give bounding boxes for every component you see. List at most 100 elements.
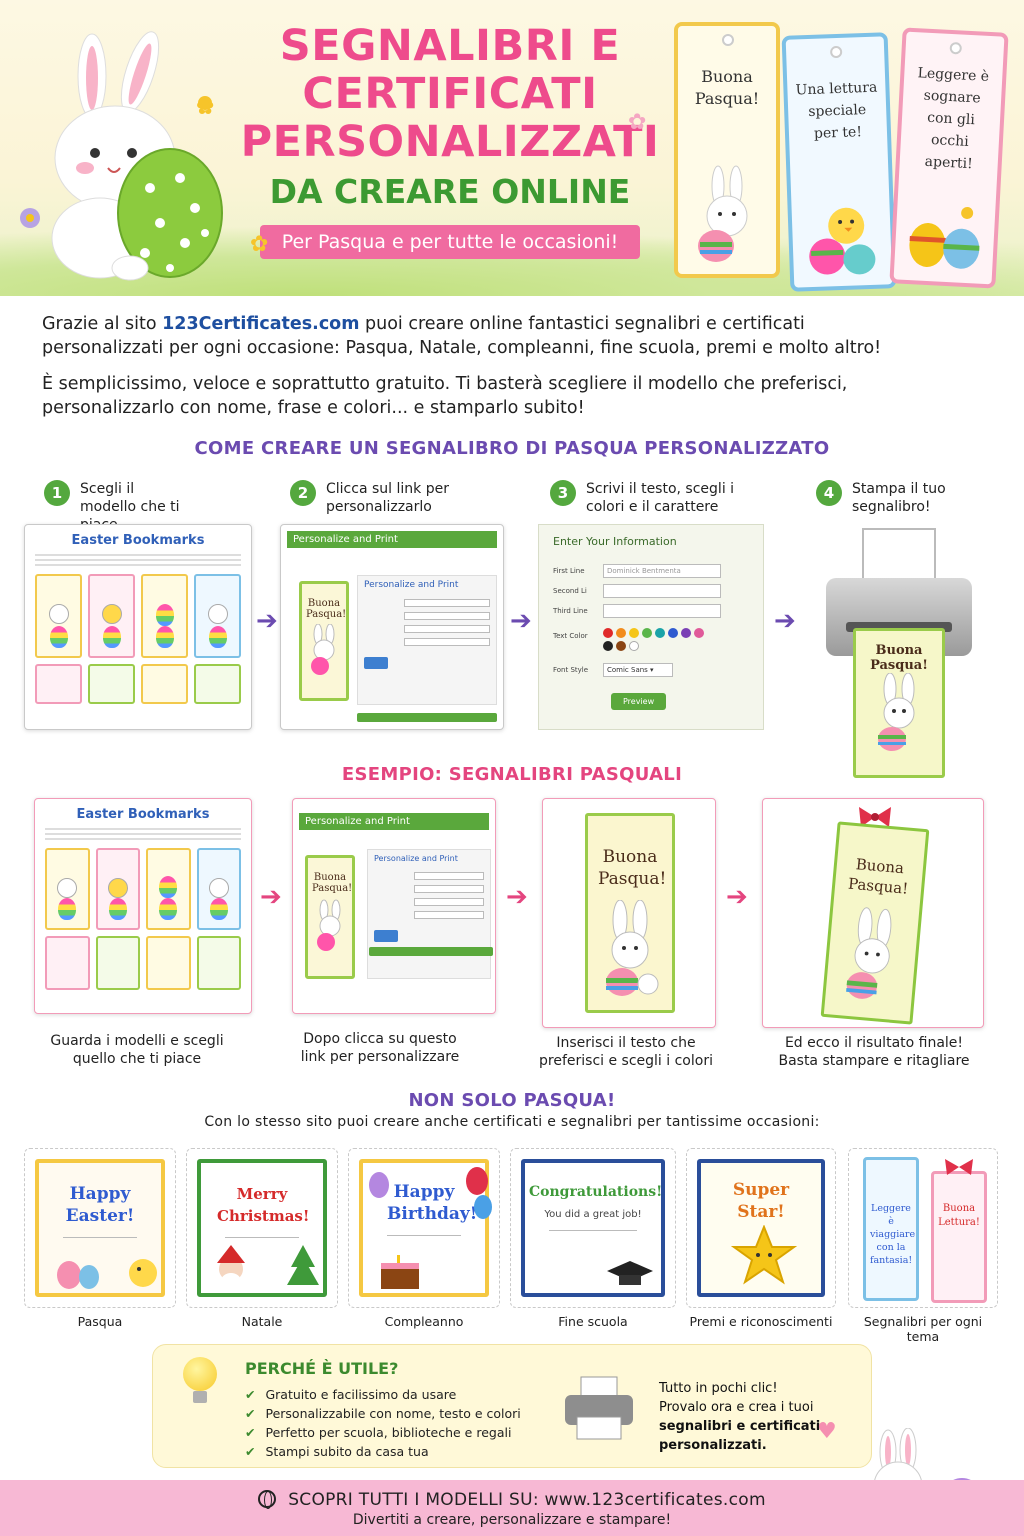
color-swatch[interactable]	[655, 628, 665, 638]
color-swatch[interactable]	[629, 628, 639, 638]
bookmark-thumb[interactable]	[196, 936, 241, 990]
text-input[interactable]	[404, 625, 490, 633]
color-swatch[interactable]	[616, 641, 626, 651]
arrow-right-icon: ➔	[260, 882, 282, 912]
lightbulb-icon	[183, 1357, 217, 1391]
occasion-label-birthday: Compleanno	[384, 1314, 464, 1329]
bookmark-preview: Buona Pasqua!	[585, 813, 675, 1013]
bookmark-thumb[interactable]	[196, 848, 241, 930]
footer-banner: SCOPRI TUTTI I MODELLI SU: www.123certif…	[0, 1480, 1024, 1536]
text-input[interactable]	[404, 599, 490, 607]
heart-icon: ♥	[817, 1419, 837, 1444]
subtitle: DA CREARE ONLINE	[269, 172, 631, 211]
tagline-ribbon: Per Pasqua e per tutte le occasioni!	[259, 225, 641, 259]
example-caption-3: Inserisci il testo che preferisci e sceg…	[539, 1035, 713, 1069]
second-line-input[interactable]	[603, 584, 721, 598]
bookmark-preview: Buona Pasqua!	[299, 581, 349, 701]
footer-sub: Divertiti a creare, personalizzare e sta…	[352, 1512, 672, 1528]
occasions-heading: NON SOLO PASQUA!	[408, 1090, 616, 1111]
third-line-input[interactable]	[603, 604, 721, 618]
gallery-screenshot[interactable]: Easter Bookmarks	[24, 524, 252, 730]
bookmark-thumb[interactable]	[88, 664, 135, 704]
header-bookmark-dream: Leggere è sognare con gli occhi aperti!	[889, 27, 1009, 289]
font-style-select[interactable]: Comic Sans ▾	[603, 663, 673, 677]
step-1-label: 1 Scegli il modello che ti piace	[44, 480, 244, 534]
bookmark-thumb[interactable]	[45, 936, 90, 990]
example-final-screenshot: Buona Pasqua!	[762, 798, 984, 1028]
footer-link[interactable]: SCOPRI TUTTI I MODELLI SU: www.123certif…	[288, 1490, 766, 1510]
color-swatch[interactable]	[681, 628, 691, 638]
bookmark-thumb[interactable]	[95, 936, 140, 990]
occasion-christmas[interactable]: Merry Christmas!	[186, 1148, 338, 1308]
occasion-award[interactable]: Super Star!	[686, 1148, 836, 1308]
example-caption-1: Guarda i modelli e scegli quello che ti …	[50, 1033, 224, 1067]
bookmark-thumb[interactable]	[146, 848, 191, 930]
bookmark-thumb[interactable]	[35, 574, 82, 658]
star-icon	[731, 1225, 797, 1285]
why-box: PERCHÉ È UTILE? Gratuito e facilissimo d…	[152, 1344, 872, 1468]
occasion-birthday[interactable]: Happy Birthday!	[348, 1148, 500, 1308]
example-gallery-screenshot[interactable]: Easter Bookmarks	[34, 798, 252, 1014]
header-bookmark-reading: Una lettura speciale per te!	[781, 32, 897, 292]
personalize-button[interactable]	[364, 657, 388, 669]
site-link[interactable]: 123Certificates.com	[162, 314, 360, 334]
eggs-icon	[909, 207, 980, 269]
santa-tree-icon	[217, 1245, 319, 1289]
color-swatch[interactable]	[603, 628, 613, 638]
bookmark-thumb[interactable]	[146, 936, 191, 990]
bookmark-thumb[interactable]	[95, 848, 140, 930]
chick-icon	[809, 207, 876, 275]
bookmark-thumb[interactable]	[45, 848, 90, 930]
bunny-icon	[846, 907, 892, 999]
text-input[interactable]	[414, 885, 484, 893]
flower-icon: ✿	[250, 232, 269, 257]
bunny-icon	[606, 899, 659, 996]
color-swatch[interactable]	[694, 628, 704, 638]
color-swatch[interactable]	[616, 628, 626, 638]
bow-icon	[945, 1159, 973, 1175]
occasion-label-award: Premi e riconoscimenti	[689, 1314, 833, 1329]
text-input[interactable]	[404, 638, 490, 646]
green-bar	[369, 947, 493, 956]
color-swatch[interactable]	[603, 641, 613, 651]
occasion-graduation[interactable]: Congratulations! You did a great job!	[510, 1148, 676, 1308]
occasion-label-easter: Pasqua	[77, 1314, 123, 1329]
example-personalize-screenshot[interactable]: Personalize and Print Buona Pasqua! Pers…	[292, 798, 496, 1014]
bookmark-thumb[interactable]	[194, 574, 241, 658]
color-swatch[interactable]	[668, 628, 678, 638]
text-input[interactable]	[404, 612, 490, 620]
how-to-heading: COME CREARE UN SEGNALIBRO DI PASQUA PERS…	[194, 438, 830, 459]
bookmark-thumb[interactable]	[35, 664, 82, 704]
text-input[interactable]	[414, 911, 484, 919]
personalize-screenshot[interactable]: Personalize and Print Buona Pasqua! Pers…	[280, 524, 504, 730]
text-input[interactable]	[414, 898, 484, 906]
printer-icon	[565, 1376, 633, 1440]
occasion-bookmarks[interactable]: Leggere è viaggiare con la fantasia! Buo…	[848, 1148, 998, 1308]
color-swatch[interactable]	[642, 628, 652, 638]
ribbon-bow-icon	[859, 807, 891, 827]
bookmark-thumb[interactable]	[141, 664, 188, 704]
bookmark-preview: Buona Pasqua!	[305, 855, 355, 979]
bookmark-thumb[interactable]	[141, 574, 188, 658]
final-bookmark: Buona Pasqua!	[820, 821, 930, 1025]
color-swatches	[603, 628, 713, 651]
preview-button[interactable]: Preview	[611, 693, 667, 710]
occasion-label-christmas: Natale	[241, 1314, 283, 1329]
arrow-right-icon: ➔	[726, 882, 748, 912]
example-heading: ESEMPIO: SEGNALIBRI PASQUALI	[341, 764, 683, 785]
personalize-form-panel: Personalize and Print	[367, 849, 491, 979]
header-bookmark-easter: Buona Pasqua!	[674, 22, 780, 278]
step-3-label: 3 Scrivi il testo, scegli i colori e il …	[550, 480, 760, 516]
occasion-easter[interactable]: Happy Easter!	[24, 1148, 176, 1308]
first-line-input[interactable]: Dominick Bentmenta	[603, 564, 721, 578]
text-input[interactable]	[414, 872, 484, 880]
bookmark-thumb[interactable]	[194, 664, 241, 704]
color-swatch[interactable]	[629, 641, 639, 651]
printed-bookmark: Buona Pasqua!	[853, 628, 945, 778]
personalize-button[interactable]	[374, 930, 398, 942]
bookmark-thumb[interactable]	[88, 574, 135, 658]
green-bar	[357, 713, 497, 722]
example-text-screenshot: Buona Pasqua!	[542, 798, 716, 1028]
bunny-icon	[698, 165, 748, 262]
